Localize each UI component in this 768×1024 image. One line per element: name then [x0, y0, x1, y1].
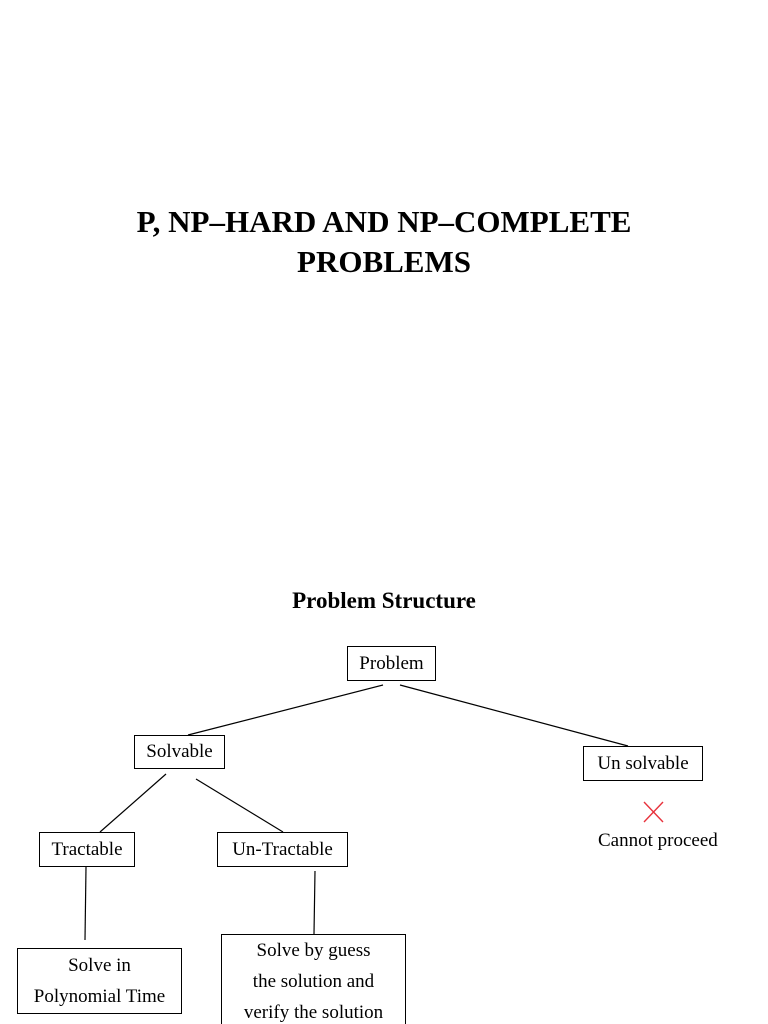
node-problem: Problem	[347, 646, 436, 681]
node-problem-label: Problem	[359, 652, 424, 674]
node-tractable-label: Tractable	[51, 838, 123, 860]
node-guess-line-2: the solution and	[252, 970, 375, 992]
edge-problem-solvable	[187, 684, 384, 736]
cross-icon	[643, 801, 664, 823]
node-solvable-label: Solvable	[146, 741, 213, 762]
unsolvable-note: Cannot proceed	[598, 830, 718, 851]
edge-solvable-tractable	[99, 773, 167, 833]
node-guess-line-3: verify the solution	[243, 1001, 384, 1023]
node-polynomial-line-2: Polynomial Time	[33, 986, 166, 1007]
node-polynomial-line-1: Solve in	[68, 955, 131, 976]
edge-problem-unsolvable	[399, 684, 629, 747]
page-title: P, NP–HARD AND NP–COMPLETE PROBLEMS	[0, 202, 768, 282]
page-title-line-1: P, NP–HARD AND NP–COMPLETE	[136, 204, 632, 239]
node-guess-verify: Solve by guess the solution and verify t…	[221, 934, 406, 1024]
node-solvable: Solvable	[134, 735, 225, 769]
edge-solvable-untractable	[195, 778, 284, 833]
node-tractable: Tractable	[39, 832, 135, 867]
node-unsolvable: Un solvable	[583, 746, 703, 781]
node-polynomial-time: Solve in Polynomial Time	[17, 948, 182, 1014]
node-unsolvable-label: Un solvable	[597, 752, 689, 774]
edge-untractable-guess	[313, 870, 316, 935]
node-guess-line-1: Solve by guess	[256, 939, 371, 961]
node-untractable-label: Un-Tractable	[232, 838, 333, 860]
edge-tractable-polynomial	[84, 866, 87, 941]
diagram-heading: Problem Structure	[292, 588, 476, 613]
page-title-line-2: PROBLEMS	[297, 244, 471, 279]
node-untractable: Un-Tractable	[217, 832, 348, 867]
